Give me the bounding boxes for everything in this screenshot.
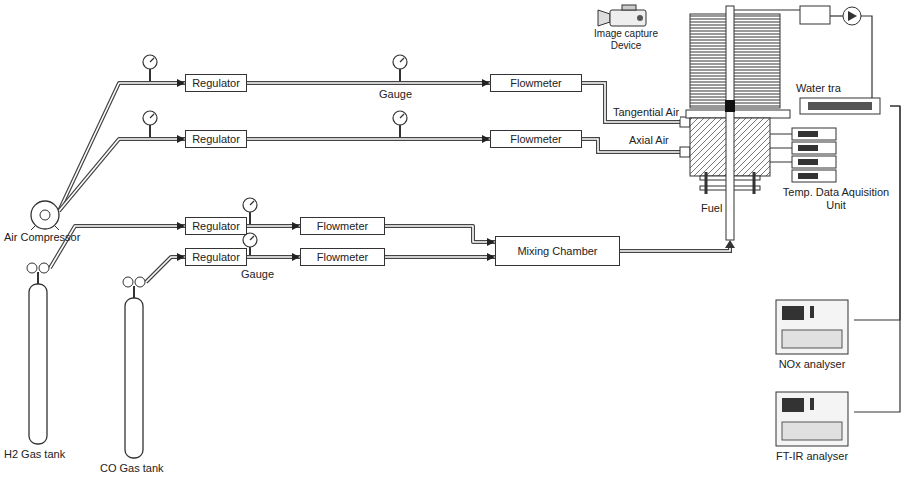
pipe-line	[854, 106, 900, 320]
node-label: Regulator	[192, 133, 240, 146]
gas-pipe	[59, 79, 185, 211]
gas-pipe	[247, 222, 300, 230]
node-label: Water tra	[790, 82, 841, 95]
pipe-line	[59, 83, 185, 211]
sample-line	[854, 106, 900, 320]
pipe-line	[146, 257, 185, 282]
flowmeter-box: Flowmeter	[490, 74, 582, 92]
temp-data-unit: Temp. Data Aquisition Unit	[778, 128, 894, 220]
node-label: Image capture Device	[578, 28, 674, 52]
gas-tank: CO Gas tank	[100, 276, 180, 476]
arrow-head	[482, 135, 490, 143]
cooling-coil	[690, 14, 780, 108]
flowmeter-box: Flowmeter	[490, 130, 582, 148]
node-label: Temp. Data Aquisition Unit	[778, 186, 894, 212]
node-label: Regulator	[192, 251, 240, 264]
water-trap: Water tra	[790, 82, 890, 116]
arrow-head	[487, 238, 495, 246]
node-label: Mixing Chamber	[517, 245, 597, 258]
node-label: Flowmeter	[510, 133, 561, 146]
node-label: Regulator	[192, 220, 240, 233]
burner-tip	[725, 100, 735, 112]
tank-shape	[100, 276, 180, 476]
pump	[843, 7, 861, 25]
gas-pipe	[146, 253, 185, 282]
gas-pipe	[247, 79, 490, 87]
node-label: Regulator	[192, 77, 240, 90]
thermocouple-wire	[770, 134, 792, 162]
pipe-line	[385, 255, 495, 259]
node-label: Flowmeter	[317, 251, 368, 264]
gauge-label: Gauge	[378, 88, 413, 101]
arrow-head	[292, 222, 300, 230]
regulator-box: Regulator	[185, 248, 247, 266]
pipe-line	[247, 138, 490, 140]
arrow-head	[487, 253, 495, 261]
gas-tank: H2 Gas tank	[4, 262, 84, 462]
gas-pipe	[247, 135, 490, 143]
regulator-box: Regulator	[185, 217, 247, 235]
flowmeter-box: Flowmeter	[300, 248, 385, 266]
burner-tube	[726, 6, 734, 240]
node-label: NOx analyser	[779, 358, 846, 371]
node-label: H2 Gas tank	[4, 448, 65, 461]
gas-pipe	[385, 226, 495, 246]
node-label: FT-IR analyser	[776, 450, 848, 463]
air-pipe	[582, 83, 680, 152]
gauge-label: Gauge	[240, 268, 275, 281]
pipe-line	[59, 139, 185, 211]
arrow-head	[177, 135, 185, 143]
node-label: CO Gas tank	[100, 462, 164, 475]
tank-shape	[4, 262, 84, 462]
image-capture-device: Image capture Device	[578, 8, 674, 56]
pipe-line	[385, 226, 495, 242]
pressure-gauge	[143, 55, 407, 137]
gas-pipe	[59, 135, 185, 211]
fuel-pipe	[620, 246, 730, 251]
node-label: Air Compressor	[4, 231, 80, 244]
pipe-line	[247, 82, 490, 84]
pipe-line	[854, 106, 900, 412]
arrow-head	[292, 253, 300, 261]
mixing-chamber: Mixing Chamber	[495, 236, 620, 266]
arrow-head	[177, 79, 185, 87]
air-compressor: Air Compressor	[4, 199, 94, 247]
pipe-line	[146, 257, 185, 282]
flow-label: Fuel	[700, 202, 723, 215]
pipe-line	[247, 81, 490, 85]
pipe-line	[247, 137, 490, 141]
node-label: Flowmeter	[317, 220, 368, 233]
arrow-head	[177, 253, 185, 261]
regulator-box: Regulator	[185, 74, 247, 92]
filter-box	[800, 6, 830, 24]
arrow-head	[725, 240, 735, 248]
ftir-analyser: FT-IR analyser	[770, 392, 854, 466]
pipe-line	[59, 139, 185, 211]
arrow-head	[177, 222, 185, 230]
nozzle	[680, 147, 690, 157]
flowmeter-box: Flowmeter	[300, 217, 385, 235]
gas-pipe	[385, 253, 495, 261]
flow-label: Tangential Air	[612, 106, 680, 119]
node-label: Flowmeter	[510, 77, 561, 90]
pump-symbol	[848, 11, 857, 21]
pipe-line	[385, 226, 495, 242]
flow-label: Axial Air	[628, 134, 670, 147]
gas-pipe	[247, 253, 300, 261]
combustor-plate	[686, 110, 790, 118]
arrow-head	[482, 79, 490, 87]
regulator-box: Regulator	[185, 130, 247, 148]
pipe-line	[385, 256, 495, 258]
pipe-line	[59, 83, 185, 211]
sample-line	[854, 106, 900, 412]
nox-analyser: NOx analyser	[770, 300, 854, 374]
